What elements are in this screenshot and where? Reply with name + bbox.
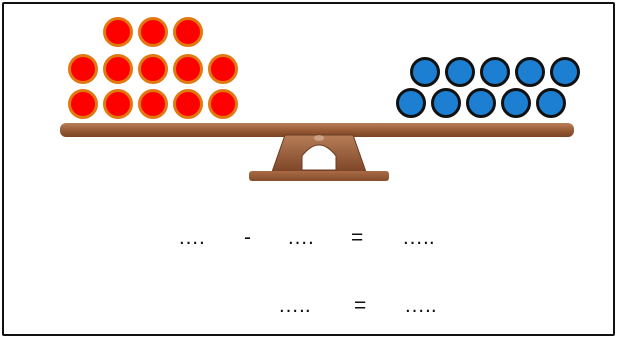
blank-right[interactable]: ….. (404, 294, 437, 317)
seesaw-beam (60, 123, 574, 137)
seesaw-base (249, 171, 389, 181)
blank-difference[interactable]: ….. (402, 226, 435, 249)
blue-ball (480, 57, 510, 87)
red-ball (208, 89, 238, 119)
equation-line-2: ….. = ….. (4, 294, 613, 324)
blank-minuend[interactable]: …. (178, 226, 205, 249)
blue-ball (536, 88, 566, 118)
blue-ball (431, 88, 461, 118)
red-ball (68, 54, 98, 84)
red-ball (138, 89, 168, 119)
red-ball (173, 17, 203, 47)
red-ball (68, 89, 98, 119)
minus-sign: - (244, 226, 251, 249)
equals-sign: = (354, 294, 367, 317)
blue-ball (445, 57, 475, 87)
blue-ball (410, 57, 440, 87)
equation-line-1: …. - …. = ….. (4, 226, 613, 256)
blue-ball (515, 57, 545, 87)
blue-ball (396, 88, 426, 118)
red-ball (173, 54, 203, 84)
red-ball (138, 54, 168, 84)
worksheet-frame: …. - …. = ….. ….. = ….. (2, 2, 615, 336)
red-ball (103, 54, 133, 84)
red-ball (173, 89, 203, 119)
blue-ball (501, 88, 531, 118)
equals-sign: = (351, 226, 364, 249)
blank-subtrahend[interactable]: …. (287, 226, 314, 249)
red-ball (103, 89, 133, 119)
blue-ball (466, 88, 496, 118)
red-ball (103, 17, 133, 47)
red-ball (208, 54, 238, 84)
red-ball (138, 17, 168, 47)
blue-ball (550, 57, 580, 87)
blank-left[interactable]: ….. (278, 294, 311, 317)
